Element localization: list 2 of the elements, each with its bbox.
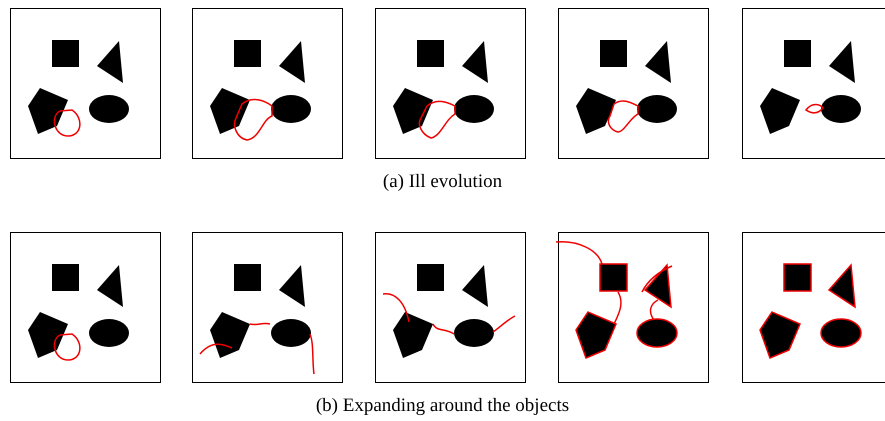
subfigure-caption: (b) Expanding around the objects bbox=[314, 395, 570, 417]
subfigure-caption: (a) Ill evolution bbox=[382, 171, 504, 193]
